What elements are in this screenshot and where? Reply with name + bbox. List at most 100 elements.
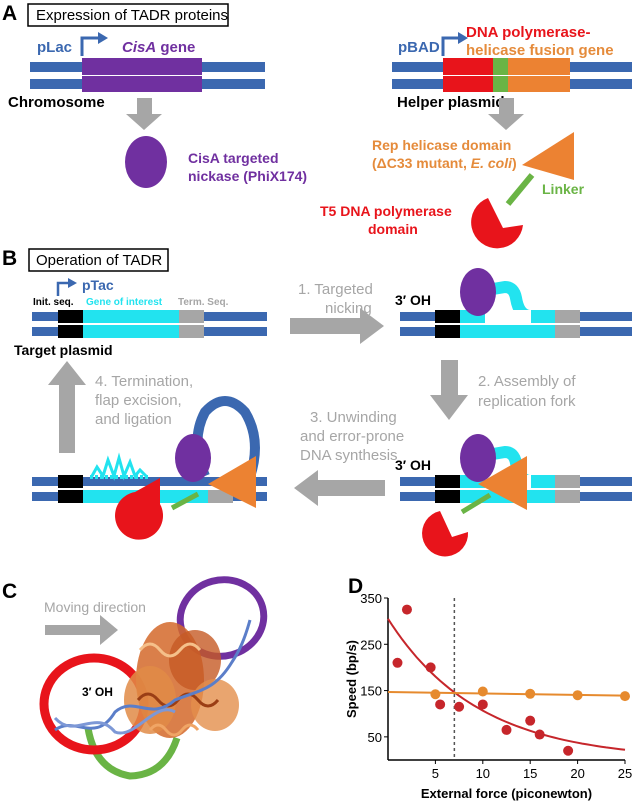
pbad-label: pBAD — [398, 39, 440, 56]
series-0-point — [477, 699, 488, 710]
series-1-point — [620, 691, 630, 702]
panel-a: A Expression of TADR proteins pLac CisA … — [2, 2, 632, 249]
cisa-nickase-protein — [125, 136, 167, 188]
y-axis-label: Speed (bp/s) — [344, 640, 359, 718]
arrow-down-chromosome — [126, 98, 162, 130]
step2-arrow — [430, 360, 468, 420]
y-tick-label: 350 — [360, 591, 382, 606]
rep-helicase-icon — [522, 132, 574, 180]
series-0-point — [435, 699, 446, 710]
step4-arrow — [48, 361, 86, 453]
series-0-point — [401, 604, 412, 615]
series-0-point — [534, 729, 545, 740]
t5-label-1: T5 DNA polymerase — [320, 203, 452, 219]
step2-label-2: replication fork — [478, 393, 576, 410]
protein-structure — [124, 622, 239, 738]
init-seq-label: Init. seq. — [33, 297, 74, 308]
term-seq-block — [179, 310, 204, 323]
panel-b-title-box — [28, 248, 169, 272]
series-1-fit-line — [387, 690, 626, 697]
x-tick-label: 15 — [523, 766, 537, 781]
y-tick-label: 50 — [368, 730, 382, 745]
x-tick-label: 25 — [618, 766, 632, 781]
x-tick-label: 20 — [570, 766, 584, 781]
t5-polymerase-fork — [422, 511, 469, 557]
target-plasmid-dna — [32, 310, 267, 338]
series-0-point — [563, 745, 574, 756]
oh-label-c: 3′ OH — [82, 685, 113, 699]
x-tick-label: 10 — [476, 766, 490, 781]
t5-gene-block — [443, 58, 493, 75]
ptac-promoter-arrow — [56, 281, 70, 296]
rep-label-1: Rep helicase domain — [372, 137, 511, 153]
series-0-point — [425, 662, 436, 673]
panel-b: B Operation of TADR pTac Init. seq. Gene… — [2, 247, 632, 557]
linker-gene-block — [493, 58, 508, 75]
series-0-point — [525, 715, 536, 726]
panel-a-title: Expression of TADR proteins — [36, 7, 228, 24]
gene-interest-label: Gene of interest — [86, 297, 163, 308]
cisa-bound-top — [460, 268, 496, 316]
chromosome-label: Chromosome — [8, 94, 105, 111]
gene-of-interest-block — [83, 310, 179, 323]
plac-promoter-arrow — [80, 36, 100, 56]
series-0-point — [501, 724, 512, 735]
fusion-label-1: DNA polymerase- — [466, 24, 590, 41]
cisa-label-2: nickase (PhiX174) — [188, 168, 307, 184]
step4-label-3: and ligation — [95, 411, 172, 428]
series-0-point — [392, 657, 403, 668]
nicked-plasmid-dna — [400, 280, 632, 338]
chromosome-dna — [30, 58, 265, 92]
dna-strand-1 — [54, 619, 252, 732]
cisa-label-1: CisA targeted — [188, 150, 279, 166]
target-plasmid-label: Target plasmid — [14, 342, 113, 358]
y-tick-label: 250 — [360, 637, 382, 652]
cisa-bound-synthesis — [175, 434, 211, 482]
series-1-point — [572, 690, 583, 701]
linker-synthesis — [170, 491, 200, 511]
cisa-bound-fork — [460, 434, 496, 482]
plac-label: pLac — [37, 39, 72, 56]
step3-label-1: 3. Unwinding — [310, 409, 397, 426]
panel-letter-d: D — [348, 575, 363, 598]
ptac-label: pTac — [82, 277, 114, 293]
panel-c: C Moving direction 3′ OH — [2, 576, 268, 780]
t5-label-2: domain — [368, 221, 418, 237]
helper-plasmid-dna — [392, 58, 632, 92]
panel-a-title-box — [27, 3, 229, 27]
series-0-point — [454, 701, 465, 712]
step1-arrow — [290, 308, 384, 344]
y-tick-label: 150 — [360, 684, 382, 699]
x-axis-label: External force (piconewton) — [421, 786, 592, 801]
dna-strand-2 — [53, 708, 176, 735]
pbad-promoter-arrow — [441, 36, 460, 56]
moving-direction-arrow — [45, 615, 118, 645]
rep-helicase-fork — [478, 456, 527, 510]
oh-label-fork: 3′ OH — [395, 457, 431, 473]
oh-label-top: 3′ OH — [395, 292, 431, 308]
x-tick-label: 5 — [432, 766, 439, 781]
linker-line — [505, 173, 535, 206]
panel-letter-a: A — [2, 2, 17, 25]
rep-helicase-synthesis — [208, 456, 256, 508]
series-1-point — [525, 688, 536, 699]
new-strand-stripes — [90, 452, 148, 481]
step1-label-1: 1. Targeted — [298, 281, 373, 298]
helper-plasmid-label: Helper plasmid — [397, 94, 505, 111]
panel-letter-c: C — [2, 580, 17, 603]
step4-label-1: 4. Termination, — [95, 373, 193, 390]
step3-label-2: and error-prone — [300, 428, 404, 445]
rep-gene-block — [508, 58, 570, 75]
fusion-label-2: helicase fusion gene — [466, 42, 614, 59]
moving-direction-label: Moving direction — [44, 599, 146, 615]
step4-label-2: flap excision, — [95, 392, 182, 409]
series-1-point — [477, 686, 488, 697]
step3-arrow — [294, 470, 385, 506]
init-seq-block — [58, 310, 83, 323]
cisa-gene-block — [82, 58, 202, 75]
step2-label-1: 2. Assembly of — [478, 373, 576, 390]
arrow-down-helper — [488, 98, 524, 130]
